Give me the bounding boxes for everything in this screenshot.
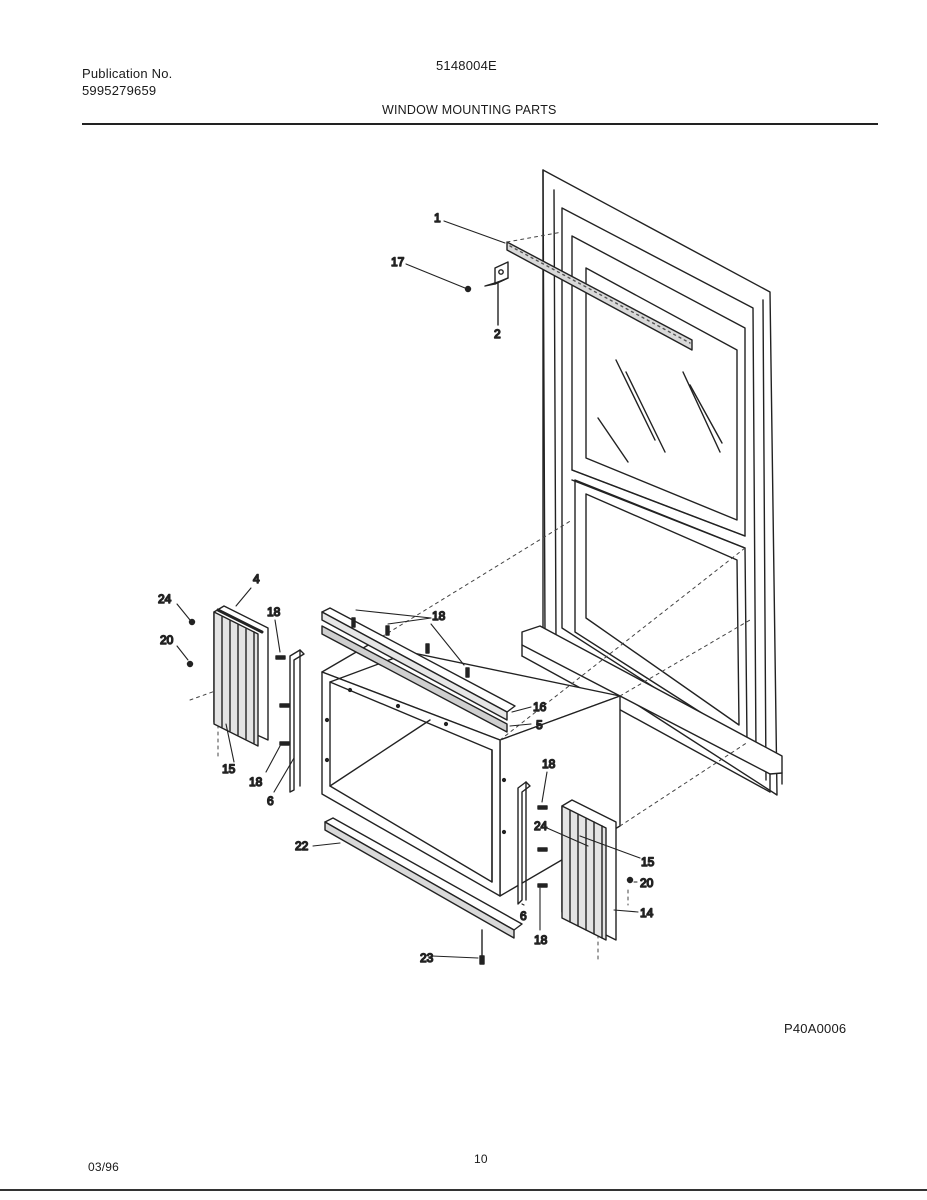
left-side-channel-part-6 [289,649,305,793]
callout-18-right-top: 18 [542,757,556,771]
callout-1: 1 [434,211,441,225]
header-rule [82,123,878,125]
screw-part-20-right [626,876,634,884]
screws-part-18-left [275,655,290,746]
callout-17: 17 [391,255,405,269]
top-angle-part-16 [321,607,516,721]
top-rail-part-1 [506,241,693,351]
callout-24-left: 24 [158,592,172,606]
screw-part-20-left [186,660,194,668]
screws-part-18-top [351,617,470,678]
callout-24-right: 24 [534,819,548,833]
projection-lines [189,231,751,961]
publication-label: Publication No. [82,66,173,81]
callout-18-right-bottom: 18 [534,933,548,947]
sill-support-part-22 [324,817,523,939]
callout-20-right: 20 [640,876,654,890]
callout-5: 5 [536,718,543,732]
callout-16: 16 [533,700,547,714]
page-number: 10 [474,1152,488,1166]
callout-18-left-top: 18 [267,605,281,619]
callout-18-top: 18 [432,609,446,623]
callout-22: 22 [295,839,309,853]
gasket-part-5 [321,625,508,733]
section-title: WINDOW MOUNTING PARTS [382,103,557,117]
right-side-curtain [561,799,617,941]
callout-15-left: 15 [222,762,236,776]
callout-15-right: 15 [641,855,655,869]
callout-6-left: 6 [267,794,274,808]
callout-2: 2 [494,327,501,341]
mounting-bracket-part-2 [484,261,509,326]
callout-23: 23 [420,951,434,965]
right-side-channel-part-6 [517,781,531,905]
publication-number: 5995279659 [82,83,157,98]
screws-part-18-right [537,805,548,888]
footer-rule [0,1189,927,1191]
callout-14: 14 [640,906,654,920]
screw-part-23 [479,929,485,965]
callout-6-right: 6 [520,909,527,923]
callout-4: 4 [253,572,260,586]
callout-20-left: 20 [160,633,174,647]
drawing-code: P40A0006 [784,1021,847,1036]
screw-part-24-left [188,618,196,626]
leader-lines [176,220,641,959]
screw-part-17 [464,285,472,293]
model-number: 5148004E [436,58,497,73]
callout-18-left-bottom: 18 [249,775,263,789]
left-side-curtain [213,605,269,747]
date-code: 03/96 [88,1160,120,1174]
